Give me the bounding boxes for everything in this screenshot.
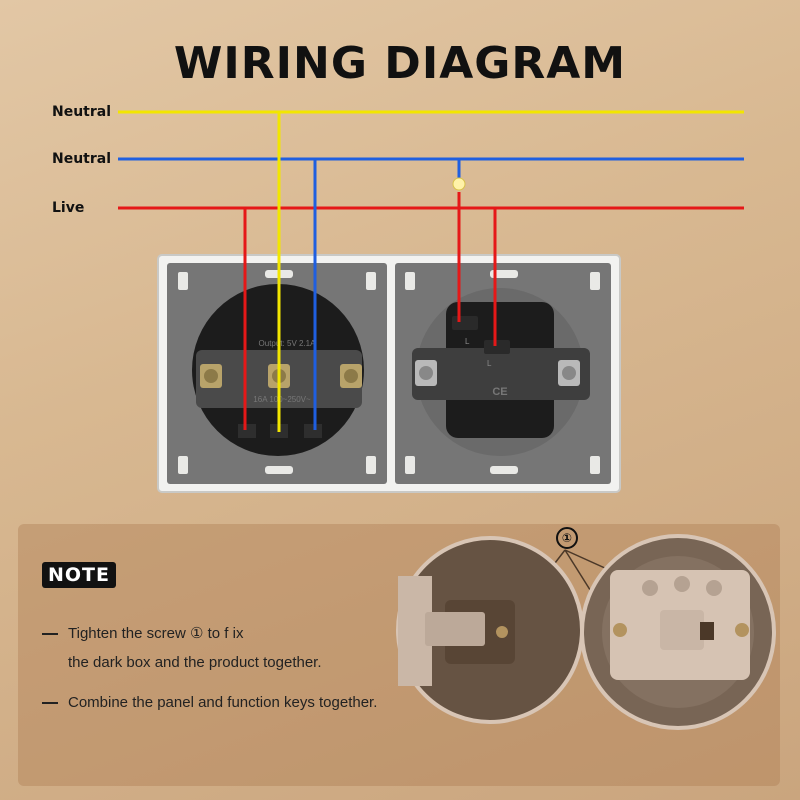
socket-right-ce-mark: CE: [492, 386, 507, 398]
page-title: WIRING DIAGRAM: [173, 38, 627, 89]
lamp-icon: [452, 177, 466, 191]
note-line-1-cont: the dark box and the product together.: [68, 654, 322, 671]
detail-photo-socket-center: [660, 610, 704, 650]
socket-right-bracket: [412, 348, 590, 400]
detail-photo-socket-hole: [706, 580, 722, 596]
wire-label-neutral-blue: Neutral: [52, 151, 112, 167]
detail-photo-socket-screw-right: [735, 623, 749, 637]
wire-label-neutral-yellow: Neutral: [52, 104, 112, 120]
socket-right-terminal-top: L: [465, 337, 470, 346]
dash-icon: [42, 633, 58, 636]
socket-right-terminal-bottom: L: [487, 359, 492, 368]
wire-label-live: Live: [52, 200, 85, 216]
socket-left-rating-text: 16A 100~250V~: [253, 395, 311, 404]
callout-marker: ①: [556, 527, 578, 549]
note-line-2-text: Combine the panel and function keys toge…: [68, 694, 378, 711]
detail-photo-box-screw: [496, 626, 508, 638]
note-line-1: Tighten the screw ① to f ix: [42, 624, 243, 642]
socket-left-output-text: Output: 5V 2.1A: [259, 339, 317, 348]
detail-photo-socket-hole: [674, 576, 690, 592]
detail-photo-socket-slot: [700, 622, 714, 640]
note-panel: [18, 524, 780, 786]
dash-icon: [42, 702, 58, 705]
note-line-2: Combine the panel and function keys toge…: [42, 694, 377, 711]
detail-photo-socket-screw-left: [613, 623, 627, 637]
detail-photo-box-clip: [425, 612, 485, 646]
detail-photo-socket-hole: [642, 580, 658, 596]
note-badge: NOTE: [42, 562, 116, 588]
note-line-1-text: Tighten the screw ① to f ix: [68, 625, 244, 642]
